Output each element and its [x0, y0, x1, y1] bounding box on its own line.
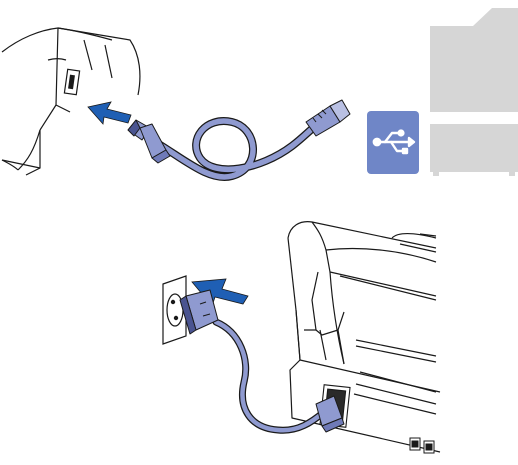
- port-1-inner: [412, 441, 418, 447]
- top-panel: [2, 8, 518, 177]
- usb-b-plug: [128, 120, 170, 163]
- machine-rear-outline: [288, 222, 440, 452]
- insert-arrow-top: [88, 102, 131, 124]
- machine-usb-port: [64, 69, 79, 94]
- bottom-panel: [163, 222, 440, 453]
- machine-side-outline: [2, 28, 140, 175]
- usb-a-plug: [306, 100, 350, 136]
- pc-tower-silhouette: [430, 8, 518, 176]
- pc-tower-foot-left: [433, 172, 439, 176]
- pc-tower-foot-right: [509, 172, 515, 176]
- pc-tower-lower: [430, 124, 518, 172]
- usb-symbol-tile: [367, 111, 419, 174]
- power-cord: [216, 322, 324, 430]
- port-2-inner: [426, 444, 432, 450]
- pc-tower-upper: [430, 8, 518, 112]
- usb-cable: [157, 121, 318, 177]
- machine-rear-ports: [410, 438, 434, 453]
